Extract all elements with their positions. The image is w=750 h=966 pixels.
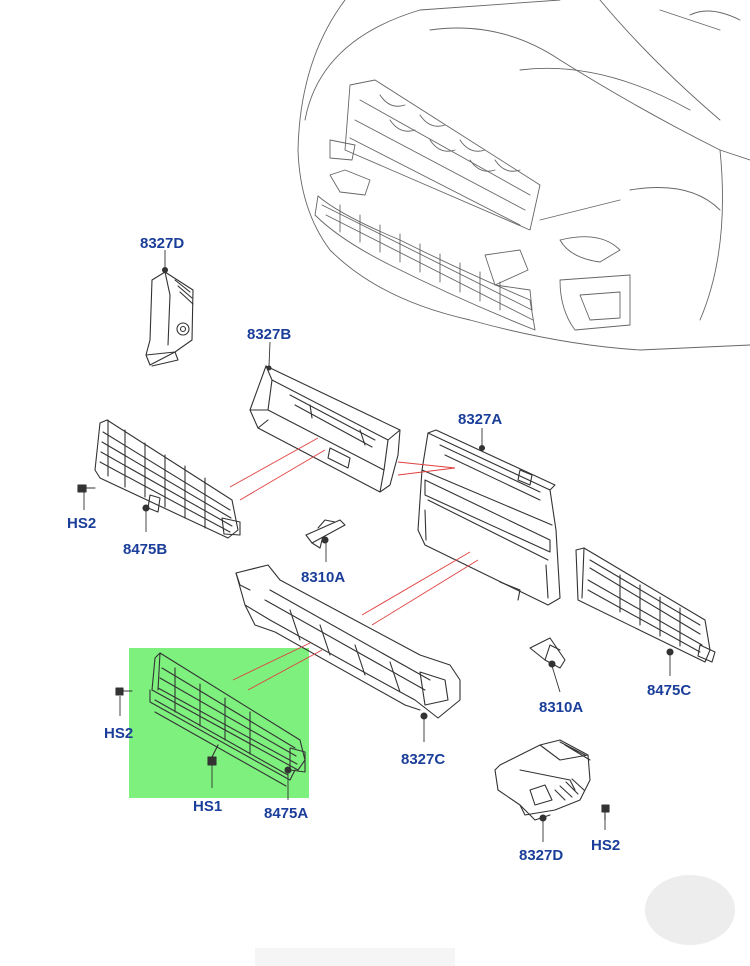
callout-8310a-right: 8310A	[539, 699, 584, 716]
part-8310a-right	[529, 637, 566, 669]
part-8327b	[249, 365, 401, 493]
callout-8475b: 8475B	[123, 541, 168, 558]
watermark	[255, 875, 735, 966]
callout-8475a: 8475A	[264, 805, 309, 822]
screw-hs2-green	[115, 687, 133, 696]
callout-8327a: 8327A	[458, 411, 503, 428]
part-8475c	[575, 547, 716, 663]
callout-lines	[83, 250, 671, 842]
screw-hs2-bottom	[601, 804, 610, 821]
callout-hs1: HS1	[193, 798, 223, 815]
part-8327d-top	[145, 266, 194, 367]
callout-8327c: 8327C	[401, 751, 446, 768]
part-8475b	[94, 419, 241, 539]
screw-hs2-left	[77, 484, 96, 493]
part-8475a	[149, 652, 306, 787]
part-8327d-bottom	[494, 739, 591, 822]
part-8310a-mid	[305, 519, 346, 549]
callout-hs2-green: HS2	[104, 725, 134, 742]
part-8327a	[417, 429, 561, 606]
callout-8327b: 8327B	[247, 326, 292, 343]
callout-8310a-mid: 8310A	[301, 569, 346, 586]
callout-hs2-left: HS2	[67, 515, 97, 532]
vehicle-front	[297, 0, 750, 351]
callout-8327d-top: 8327D	[140, 235, 185, 252]
screw-hs1	[207, 744, 219, 766]
callout-8327d-bottom: 8327D	[519, 847, 564, 864]
callout-hs2-bottom: HS2	[591, 837, 621, 854]
part-8327c	[235, 564, 461, 720]
leader-lines	[229, 437, 479, 691]
callout-8475c: 8475C	[647, 682, 692, 699]
